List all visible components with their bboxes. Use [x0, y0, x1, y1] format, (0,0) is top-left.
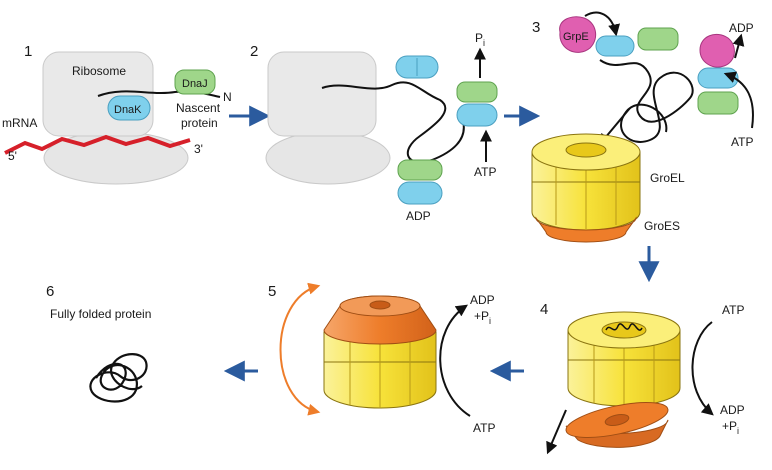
pi-label: Pi: [475, 31, 485, 48]
ribosome-label: Ribosome: [72, 64, 126, 78]
adp-label: ADP: [470, 293, 495, 307]
ribosome-large-subunit: [267, 51, 377, 137]
ribosome-small-subunit: [265, 131, 391, 185]
groel-barrel: [323, 331, 437, 409]
groes-cap-released: [565, 402, 669, 448]
groel-barrel: [567, 311, 681, 407]
dnak-dimer: [595, 35, 635, 57]
grpe-label: GrpE: [563, 31, 589, 43]
atp-hydrolysis-arrow: [691, 321, 714, 416]
groes-cap: [323, 295, 437, 345]
release-arrow: [546, 409, 567, 455]
pi-label: +Pi: [722, 419, 739, 436]
dnak-label: DnaK: [114, 104, 142, 116]
dnaj-protein: DnaJ: [174, 69, 216, 95]
panel-6: 6 Fully folded protein: [46, 283, 151, 403]
groel-barrel: [531, 133, 641, 231]
nascent-protein-chain: [97, 90, 221, 98]
atp-binding-arrow: [723, 71, 754, 129]
five-prime-label: 5': [8, 149, 17, 163]
folding-substrate: [605, 323, 643, 331]
three-prime-label: 3': [194, 142, 203, 156]
adp-label: ADP: [729, 21, 754, 35]
mrna-strand: [4, 134, 191, 155]
panel-1: 1 Ribosome mRNA 5' 3' N DnaK DnaJ Nascen…: [2, 43, 232, 185]
dnak-protein: DnaK: [107, 95, 151, 121]
dnaj-dnak-complex: [456, 81, 498, 127]
atp-label: ATP: [722, 303, 744, 317]
panel-2: 2 Pi ATP ADP: [250, 31, 498, 223]
atp-label: ATP: [473, 421, 495, 435]
nascent-protein-chain: [321, 81, 465, 163]
unfolded-protein-tangle: [599, 59, 694, 143]
groel-label: GroEL: [650, 171, 685, 185]
step-6-number: 6: [46, 283, 54, 300]
nascent-label-line1: Nascent: [176, 101, 221, 115]
grpe-protein-bound: [699, 34, 735, 68]
groes-cycle-arrow: [279, 282, 321, 416]
step-3-number: 3: [532, 19, 540, 36]
groes-label: GroES: [644, 219, 680, 233]
step-2-number: 2: [250, 43, 258, 60]
adp-release-arrow: [732, 33, 745, 59]
dnaj-dnak-complex-lower: [397, 159, 443, 205]
folded-protein-icon: [89, 353, 148, 403]
n-terminus-label: N: [223, 90, 232, 104]
atp-cycle-arrow: [439, 304, 471, 417]
dnak-dnaj-complex: [697, 67, 739, 115]
adp-label: ADP: [720, 403, 745, 417]
groes-cap: [535, 216, 637, 243]
step-4-number: 4: [540, 301, 548, 318]
nascent-label-line2: protein: [181, 116, 218, 130]
folded-protein-title: Fully folded protein: [50, 307, 151, 321]
grpe-protein: GrpE: [559, 16, 597, 53]
dnak-dimer-top: [395, 55, 439, 79]
dnaj-label: DnaJ: [182, 78, 208, 90]
panel-4: 4 ATP ADP +Pi: [540, 301, 745, 455]
step-1-number: 1: [24, 43, 32, 60]
pi-label: +Pi: [474, 309, 491, 326]
mrna-label: mRNA: [2, 116, 37, 130]
grpe-binding-arrow: [584, 11, 620, 37]
panel-3: 3 GrpE ADP ATP: [531, 11, 754, 243]
atp-label: ATP: [731, 135, 753, 149]
atp-label: ATP: [474, 165, 496, 179]
step-5-number: 5: [268, 283, 276, 300]
adp-label: ADP: [406, 209, 431, 223]
panel-5: 5 ADP +Pi ATP: [268, 282, 495, 435]
dnaj-dimer: [637, 27, 679, 51]
